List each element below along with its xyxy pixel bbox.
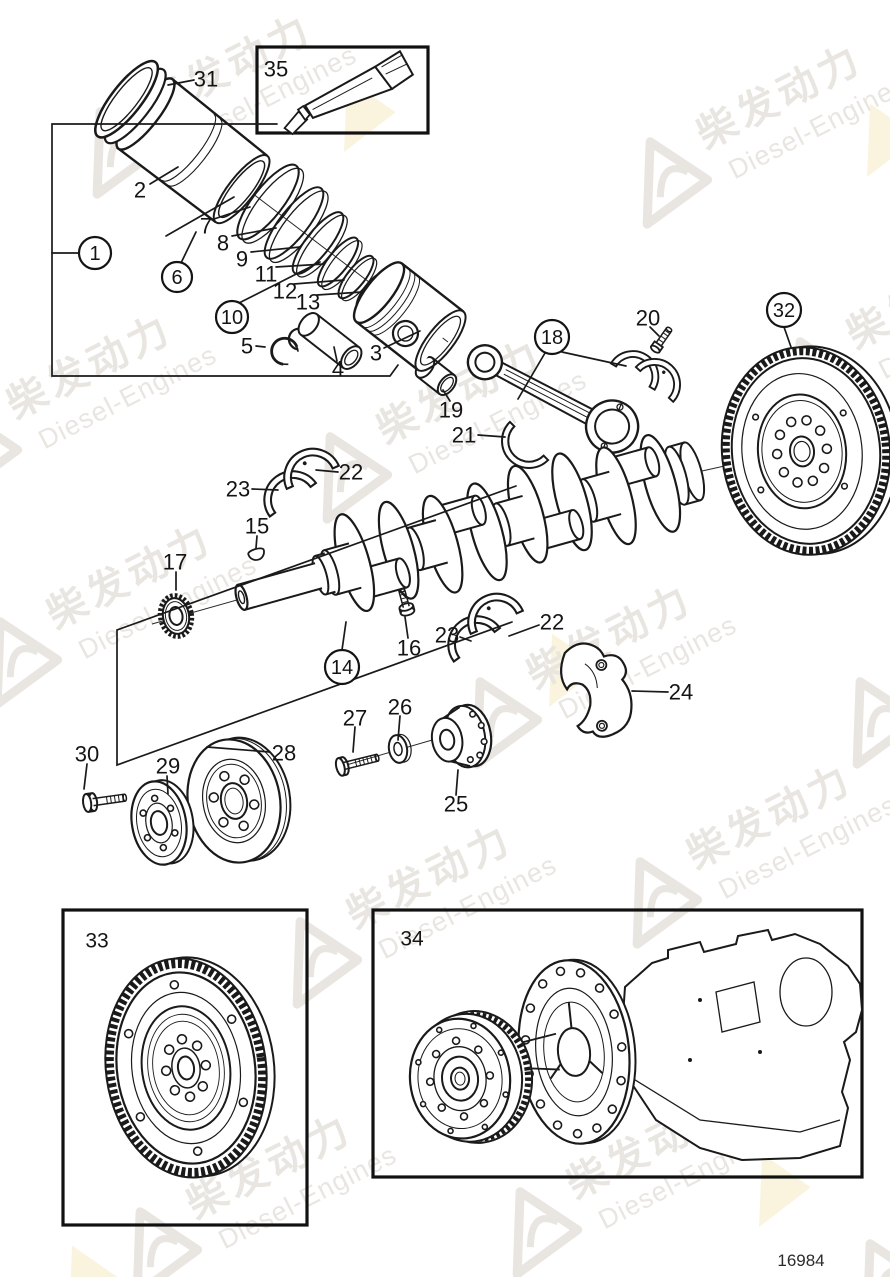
drawing-number: 16984 [777,1251,824,1270]
callout-2: 2 [134,178,146,203]
callout-22-right: 22 [540,610,564,635]
callout-5: 5 [241,334,253,359]
rod-bolt-drawing [649,326,673,354]
gear-bolt-drawing [398,588,416,617]
flywheel-drawing [720,345,890,556]
callout-23-right: 23 [435,623,459,648]
damper-bolt-drawing [81,792,128,813]
callout-15: 15 [245,514,269,539]
connecting-rod-drawing [466,344,640,454]
rod-bearing-shells-drawing [610,340,692,403]
callout-29: 29 [156,754,180,779]
callout-17: 17 [163,550,187,575]
callout-30: 30 [75,742,99,767]
callout-34: 34 [400,928,424,951]
callout-10: 10 [214,299,250,335]
callout-7: 7 [200,214,212,239]
callout-25: 25 [444,792,468,817]
woodruff-key-drawing [247,547,265,561]
callout-32: 32 [765,291,803,329]
callout-27: 27 [343,706,367,731]
flywheel-ring-gear-drawing [104,956,276,1179]
pulley-bolt-drawing [334,753,380,777]
callout-4: 4 [332,357,344,382]
washer-drawing [387,733,412,764]
thrust-bearing-piece-drawing [560,642,633,738]
watermark-triangle [40,1232,127,1277]
svg-text:18: 18 [541,327,563,349]
piston-drawing [352,261,467,372]
callout-26: 26 [388,695,412,720]
svg-text:10: 10 [221,307,243,329]
svg-text:6: 6 [171,267,182,289]
callout-6: 6 [160,260,194,294]
engine-block-drawing [620,928,864,1162]
flywheel-variant-box: 33 [61,908,309,1227]
callout-35: 35 [264,57,288,82]
callout-12: 12 [273,279,297,304]
pulley-drawing [186,736,292,864]
callout-3: 3 [370,341,382,366]
watermark [613,23,890,229]
pulley-hub-drawing [430,703,493,769]
piston-rings-drawing [236,163,392,313]
watermark [823,563,890,769]
callout-24: 24 [669,680,693,705]
watermark [0,293,221,499]
flexplate-drawing [503,958,637,1145]
callout-20: 20 [636,306,660,331]
callout-23-left: 23 [226,477,250,502]
svg-text:1: 1 [89,243,100,265]
damper-drawing [130,779,195,866]
watermark [603,743,890,949]
callout-28: 28 [272,741,296,766]
converter-assembly-box: 34 [371,908,864,1179]
callout-21: 21 [452,423,476,448]
crankshaft-drawing [234,433,706,613]
callout-31: 31 [194,67,218,92]
circlip-drawing [270,336,299,366]
svg-text:32: 32 [773,300,795,322]
callout-11: 11 [255,262,278,287]
callout-22-left: 22 [339,460,363,485]
watermark [0,503,261,709]
leader-lines [51,79,792,796]
callout-18: 18 [533,318,571,356]
callout-19: 19 [439,398,463,423]
callout-33: 33 [85,930,108,953]
piston-pin-drawing [297,312,363,370]
crankshaft-gear-drawing [157,593,195,639]
svg-text:14: 14 [331,657,353,679]
sealant-box [255,45,430,136]
callout-8: 8 [217,231,229,256]
callouts: 1 6 10 14 18 32 31 2 7 8 9 11 12 13 5 4 … [75,57,803,817]
callout-13: 13 [296,290,320,315]
damper-assembly-drawing [408,1010,534,1144]
main-bearing-shells-drawing [436,583,524,663]
callout-1: 1 [77,235,113,271]
callout-14: 14 [323,648,361,686]
callout-9: 9 [236,247,248,272]
callout-16: 16 [397,636,421,661]
main-bearing-shells-drawing [252,438,340,518]
sealant-tube-drawing [283,49,415,136]
